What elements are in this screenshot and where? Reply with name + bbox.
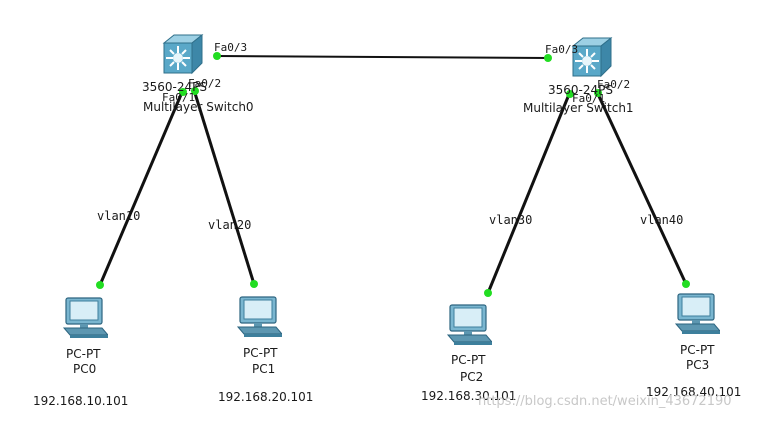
pc-1[interactable] [236, 296, 284, 343]
device-name: PC3 [686, 358, 710, 372]
device-model: PC-PT [451, 353, 486, 367]
port-label-fa02: Fa0/2 [188, 77, 222, 90]
port-up-indicator [179, 88, 187, 96]
device-name: PC0 [73, 362, 97, 376]
pc-2[interactable] [446, 304, 494, 351]
device-model: PC-PT [680, 343, 715, 357]
port-up-indicator [544, 54, 552, 62]
port-label-fa01: Fa0/1 [572, 92, 606, 105]
port-label-fa02: Fa0/2 [597, 78, 631, 91]
multilayer-switch-1[interactable] [571, 36, 613, 83]
watermark-text: https://blog.csdn.net/weixin_43672190 [478, 394, 732, 409]
ip-address-label: 192.168.40.101 [646, 385, 742, 399]
port-up-indicator [213, 52, 221, 60]
ip-address-label: 192.168.20.101 [218, 390, 314, 404]
pc-icon [446, 304, 494, 345]
link-switch0-pc0[interactable] [98, 89, 185, 286]
device-name: Multilayer Switch1 [523, 101, 634, 115]
link-switch1-pc3[interactable] [595, 91, 688, 285]
pc-icon [674, 293, 722, 334]
link-switch0-switch1[interactable] [216, 55, 549, 59]
vlan-label: vlan10 [97, 209, 141, 223]
device-model: 3560-24PS [142, 80, 207, 94]
device-name: PC1 [252, 362, 276, 376]
port-up-indicator [682, 280, 690, 288]
device-name: Multilayer Switch0 [143, 100, 254, 114]
pc-0[interactable] [62, 297, 110, 344]
port-up-indicator [96, 281, 104, 289]
device-model: 3560-24PS [548, 83, 613, 97]
ip-address-label: 192.168.10.101 [33, 394, 129, 408]
pc-3[interactable] [674, 293, 722, 340]
device-model: PC-PT [66, 347, 101, 361]
multilayer-switch-icon [571, 36, 613, 78]
port-up-indicator [594, 89, 602, 97]
port-up-indicator [566, 90, 574, 98]
multilayer-switch-icon [162, 33, 204, 75]
link-switch0-pc1[interactable] [192, 89, 256, 285]
link-switch1-pc2[interactable] [486, 91, 572, 294]
pc-icon [62, 297, 110, 338]
pc-icon [236, 296, 284, 337]
port-label-fa03: Fa0/3 [214, 41, 248, 54]
vlan-label: vlan20 [208, 218, 252, 232]
ip-address-label: 192.168.30.101 [421, 389, 517, 403]
device-model: PC-PT [243, 346, 278, 360]
vlan-label: vlan40 [640, 213, 684, 227]
vlan-label: vlan30 [489, 213, 533, 227]
device-name: PC2 [460, 370, 484, 384]
port-up-indicator [484, 289, 492, 297]
port-up-indicator [191, 87, 199, 95]
multilayer-switch-0[interactable] [162, 33, 204, 80]
port-label-fa01: Fa0/1 [162, 91, 196, 104]
port-up-indicator [250, 280, 258, 288]
port-label-fa03: Fa0/3 [545, 43, 579, 56]
